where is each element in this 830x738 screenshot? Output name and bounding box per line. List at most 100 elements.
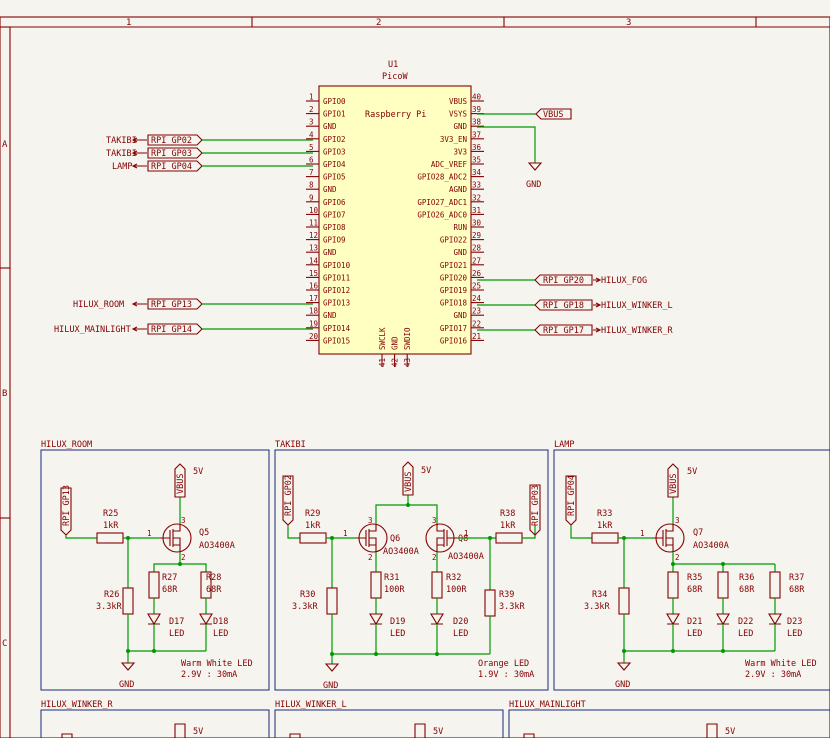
room-r27-ref: R27 <box>162 573 177 583</box>
label-takibi-1: TAKIBI <box>106 136 137 146</box>
u1-pin-32-name: GPIO27_ADC1 <box>417 198 467 207</box>
u1-pin-31-number: 31 <box>472 206 481 215</box>
block-mainlight[interactable] <box>508 709 830 738</box>
u1-pin-13-number: 13 <box>309 244 318 253</box>
block-lamp[interactable]: LAMP RPI_GP04 R33 1kR R34 3.3kR 1 3 2 Q7… <box>553 440 830 691</box>
room-input-label[interactable]: RPI_GP13 <box>62 485 72 526</box>
block-winker-l-title: HILUX_WINKER_L <box>275 700 347 710</box>
lamp-r35-value: 68R <box>687 585 703 595</box>
label-hilux-room: HILUX_ROOM <box>73 300 124 310</box>
net-label-gp17[interactable]: RPI_GP17 <box>543 326 584 336</box>
u1-pin-6-name: GPIO4 <box>323 160 346 169</box>
bottom-5v-b: 5V <box>433 727 443 737</box>
u1-pin-30-number: 30 <box>472 219 482 228</box>
room-r25-ref: R25 <box>103 509 118 519</box>
u1-pin-39-number: 39 <box>472 105 481 114</box>
room-r26-value: 3.3kR <box>96 602 122 612</box>
block-takibi[interactable]: TAKIBI RPI_GP02 R29 1kR R30 3.3kR 1 3 2 … <box>274 440 549 691</box>
drawing-frame: 1 2 3 A B C <box>0 16 830 738</box>
u1-pin-19-name: GPIO14 <box>323 324 351 333</box>
u1-pin-40-number: 40 <box>472 93 482 102</box>
u1-pin-1-number: 1 <box>309 93 314 102</box>
lamp-vbus-label[interactable]: VBUS <box>669 474 679 494</box>
u1-pin-17-name: GPIO13 <box>323 299 350 308</box>
room-q5-pin3: 3 <box>181 516 186 525</box>
room-r28-value: 68R <box>206 585 222 595</box>
net-label-gp14[interactable]: RPI_GP14 <box>151 325 192 335</box>
lamp-r34-value: 3.3kR <box>584 602 610 612</box>
net-label-gp03[interactable]: RPI_GP03 <box>151 149 192 159</box>
room-q5-pin2: 2 <box>181 553 186 562</box>
u1-pin-22-number: 22 <box>472 319 481 328</box>
frame-col-3: 3 <box>626 18 631 28</box>
block-winker-r[interactable] <box>40 709 270 738</box>
takibi-input-right[interactable]: RPI_GP03 <box>531 485 541 526</box>
takibi-q8-value: AO3400A <box>448 552 484 562</box>
lamp-input-label[interactable]: RPI_GP04 <box>567 475 577 516</box>
u1-pin-40-name: VBUS <box>449 97 468 106</box>
u1-pin-26-number: 26 <box>472 269 482 278</box>
net-label-gp04[interactable]: RPI_GP04 <box>151 162 192 172</box>
takibi-r39-ref: R39 <box>499 590 514 600</box>
room-vbus-label[interactable]: VBUS <box>176 474 186 494</box>
room-d17-ref: D17 <box>169 617 184 627</box>
room-q5-ref: Q5 <box>199 528 209 538</box>
room-r28-ref: R28 <box>206 573 221 583</box>
u1-pin-3-number: 3 <box>309 118 314 127</box>
u1-pin-35-number: 35 <box>472 156 481 165</box>
takibi-q8-pin1: 1 <box>464 529 469 538</box>
u1-pin-32-number: 32 <box>472 193 481 202</box>
u1-pin-15-number: 15 <box>309 269 318 278</box>
net-label-gp18[interactable]: RPI_GP18 <box>543 301 584 311</box>
takibi-q8-pin3: 3 <box>432 516 437 525</box>
net-label-gp02[interactable]: RPI_GP02 <box>151 136 192 146</box>
u1-pin-21-number: 21 <box>472 332 481 341</box>
u1-pin-18-number: 18 <box>309 307 319 316</box>
block-winker-l[interactable] <box>274 709 504 738</box>
block-lamp-title: LAMP <box>554 440 574 450</box>
u1-pin-5-name: GPIO3 <box>323 147 346 156</box>
room-gnd-label: GND <box>119 680 134 690</box>
u1-pin-20-number: 20 <box>309 332 319 341</box>
room-5v-label: 5V <box>193 467 203 477</box>
u1-pin-2-number: 2 <box>309 105 314 114</box>
u1-ref: U1 <box>388 60 398 70</box>
lamp-d22-value: LED <box>738 629 753 639</box>
takibi-d20-value: LED <box>453 629 468 639</box>
takibi-r30-value: 3.3kR <box>292 602 318 612</box>
lamp-r37-ref: R37 <box>789 573 804 583</box>
net-label-gp13[interactable]: RPI_GP13 <box>151 300 192 310</box>
block-takibi-title: TAKIBI <box>275 440 306 450</box>
u1-pin-24-number: 24 <box>472 294 482 303</box>
frame-col-1: 1 <box>126 18 131 28</box>
label-lamp: LAMP <box>112 162 132 172</box>
takibi-vbus-label[interactable]: VBUS <box>404 472 414 492</box>
u1-pin-1-name: GPIO0 <box>323 97 346 106</box>
takibi-q6-pin2: 2 <box>368 553 373 562</box>
u1-pin-34-name: GPIO28_ADC2 <box>417 173 467 182</box>
takibi-input-left[interactable]: RPI_GP02 <box>284 475 294 516</box>
room-q5-value: AO3400A <box>199 541 235 551</box>
u1-pin-42-name: GND <box>391 336 400 350</box>
frame-col-2: 2 <box>376 18 381 28</box>
u1-pin-36-name: 3V3 <box>453 147 467 156</box>
lamp-r35-ref: R35 <box>687 573 702 583</box>
u1-pin-26-name: GPIO20 <box>440 273 468 282</box>
u1-pin-29-number: 29 <box>472 231 481 240</box>
u1-pin-11-name: GPIO8 <box>323 223 346 232</box>
u1-pin-3-name: GND <box>323 122 337 131</box>
net-label-gp20[interactable]: RPI_GP20 <box>543 276 584 286</box>
block-hilux-room[interactable]: HILUX_ROOM RPI_GP13 R25 1kR R26 3.3kR 1 … <box>40 440 270 691</box>
u1-pin-18-name: GND <box>323 311 337 320</box>
u1-pin-41-number: 41 <box>378 358 387 367</box>
room-d18-ref: D18 <box>213 617 228 627</box>
label-hilux-winker-l: HILUX_WINKER_L <box>601 301 673 311</box>
lamp-d21-value: LED <box>687 629 702 639</box>
net-label-vbus[interactable]: VBUS <box>543 110 563 120</box>
u1-pin-37-number: 37 <box>472 130 481 139</box>
room-r25-value: 1kR <box>103 521 119 531</box>
u1-pin-30-name: RUN <box>453 223 467 232</box>
